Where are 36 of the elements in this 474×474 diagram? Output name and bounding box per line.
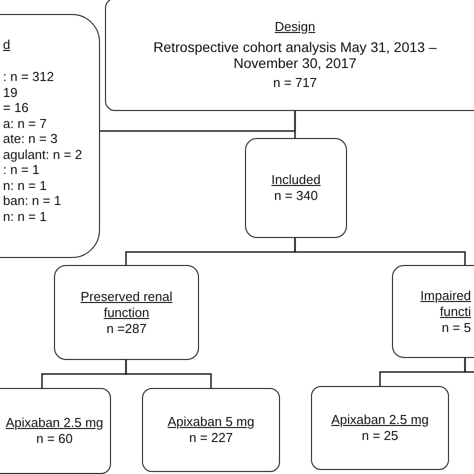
heading-text: d: [3, 37, 10, 53]
exclusion-item: : n = 312: [3, 69, 54, 84]
count-text: n = 717: [273, 74, 317, 90]
count-text: n = 227: [189, 430, 233, 446]
connector-line: [100, 111, 296, 132]
exclusion-item: ate: n = 3: [3, 131, 58, 146]
exclusion-item: n: n = 1: [3, 178, 47, 193]
rounded-box: [245, 138, 347, 238]
rounded-box: [0, 14, 100, 258]
heading-text: Included: [271, 172, 321, 188]
exclusion-item: ban: n = 1: [3, 193, 62, 208]
rounded-box: [392, 265, 474, 358]
exclusion-item: agulant: n = 2: [3, 146, 82, 162]
exclusion-item: 19: [3, 84, 18, 100]
rounded-box: [54, 265, 199, 360]
count-text: n = 340: [274, 188, 318, 204]
exclusion-item: n: n = 1: [3, 208, 47, 224]
heading-text: Apixaban 2.5 mg: [6, 415, 104, 431]
heading-text: Apixaban 5 mg: [168, 414, 254, 430]
connector-line: [125, 360, 212, 388]
exclusion-item: = 16: [3, 100, 29, 116]
count-text: n = 60: [36, 431, 73, 447]
connector-line: [294, 238, 466, 265]
rounded-box: [311, 386, 449, 470]
rounded-box: [142, 388, 280, 472]
count-text: n = 25: [362, 428, 398, 444]
rounded-box: [0, 388, 111, 474]
rounded-box: [105, 0, 474, 111]
connector-line: [464, 358, 474, 373]
exclusion-item: a: n = 7: [3, 116, 47, 131]
count-text: n =287: [106, 320, 147, 336]
count-text: Retrospective cohort analysis May 31, 2013 – November 30, 2017: [152, 38, 438, 70]
heading-text: Design: [274, 18, 316, 34]
heading-text: Apixaban 2.5 mg: [331, 412, 429, 428]
exclusion-item: : n = 1: [3, 162, 40, 178]
count-text: n = 5: [442, 320, 471, 336]
